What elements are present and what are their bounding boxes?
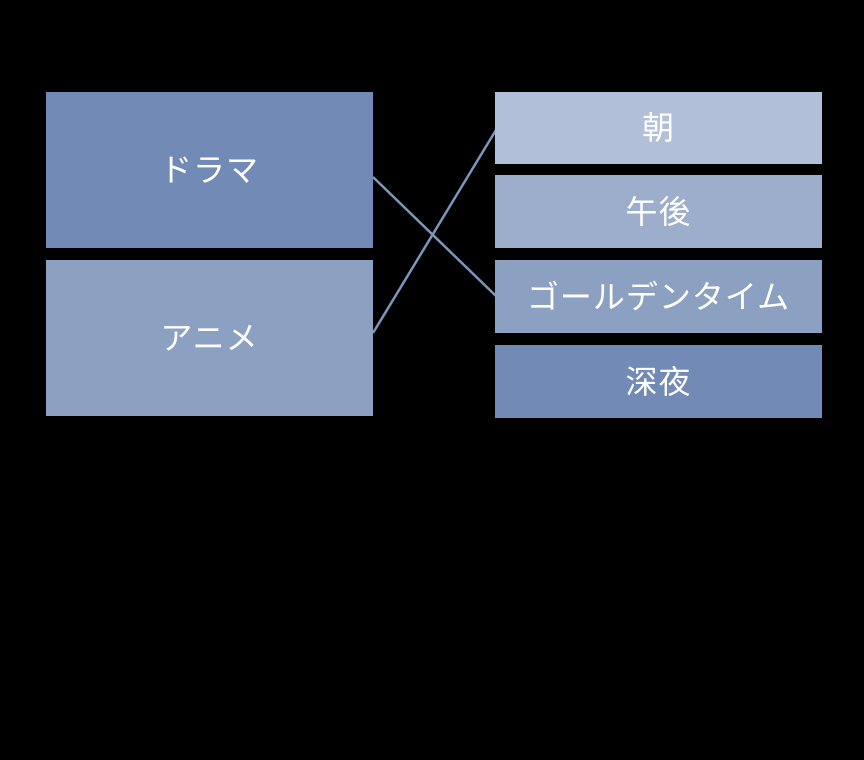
- node-drama: ドラマ: [46, 92, 373, 248]
- node-latenight: 深夜: [495, 345, 822, 418]
- node-afternoon: 午後: [495, 175, 822, 248]
- node-anime: アニメ: [46, 260, 373, 416]
- node-afternoon-label: 午後: [625, 193, 692, 230]
- connector-anime-to-morning: [371, 129, 498, 334]
- node-morning: 朝: [495, 92, 822, 164]
- node-anime-label: アニメ: [160, 320, 259, 356]
- node-latenight-label: 深夜: [625, 363, 692, 400]
- node-goldentime-label: ゴールデンタイム: [526, 278, 791, 315]
- connector-drama-to-goldentime: [372, 176, 497, 297]
- node-drama-label: ドラマ: [159, 152, 259, 188]
- node-morning-label: 朝: [641, 110, 675, 146]
- node-goldentime: ゴールデンタイム: [495, 260, 822, 333]
